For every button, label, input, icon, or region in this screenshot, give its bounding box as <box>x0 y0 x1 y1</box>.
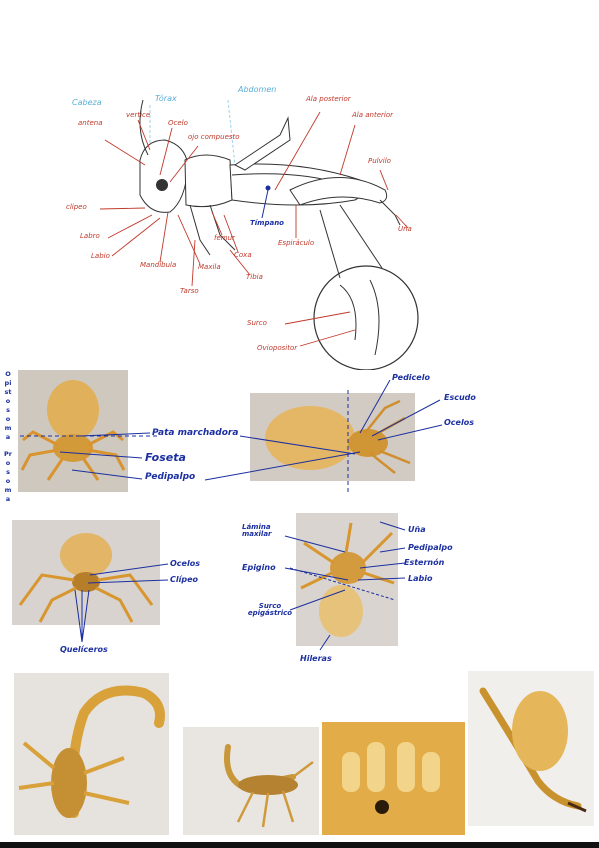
s3-pedipalpo: Pedipalpo <box>408 543 453 552</box>
s1-pata-marchadora: Pata marchadora <box>152 428 239 438</box>
s1-ocelos: Ocelos <box>444 418 474 427</box>
s2-queliceros: Quelíceros <box>60 645 108 654</box>
label-una: Uña <box>398 225 412 233</box>
grasshopper-drawing <box>99 99 419 370</box>
label-espiraculo: Espiráculo <box>278 239 315 247</box>
side-text-bottom: Prosoma <box>4 450 12 503</box>
spider-front-photo <box>12 520 160 625</box>
label-vertice: vertice <box>126 111 151 119</box>
scorpion-photo-4 <box>468 671 594 826</box>
s1-pedicelo: Pedicelo <box>392 373 430 382</box>
s2-ocelos: Ocelos <box>170 559 200 568</box>
label-clipeo: clipeo <box>66 203 87 211</box>
label-ala-anterior: Ala anterior <box>352 111 394 119</box>
label-ovipositor: Oviopositor <box>257 344 298 352</box>
label-maxila: Maxila <box>198 263 221 271</box>
region-thorax: Tórax <box>155 94 177 103</box>
label-ojo-compuesto: ojo compuesto <box>188 133 240 141</box>
label-labro: Labro <box>80 232 100 240</box>
s3-labio: Labio <box>408 574 433 583</box>
s3-lamina-maxilar: Lámina maxilar <box>242 523 272 538</box>
s3-surco-epigastrico: Surco epigástrico <box>247 602 293 617</box>
spider-top-photo <box>18 370 128 492</box>
label-tarso: Tarso <box>180 287 199 295</box>
label-surco: Surco <box>247 319 267 327</box>
label-femur: femur <box>214 234 235 242</box>
s3-hileras: Hileras <box>300 654 332 663</box>
s1-foseta: Foseta <box>145 451 186 464</box>
region-head: Cabeza <box>72 98 102 107</box>
label-antena: antena <box>78 119 103 127</box>
s1-escudo: Escudo <box>444 393 476 402</box>
label-mandibula: Mandíbula <box>140 261 177 269</box>
spider-side-photo <box>250 393 415 481</box>
s3-epigino: Epigino <box>242 563 276 572</box>
region-abdomen: Abdomen <box>238 85 277 94</box>
scorpion-photo-2 <box>183 727 319 835</box>
scorpion-photo-1 <box>14 673 169 835</box>
label-labio: Labio <box>91 252 110 260</box>
label-ala-posterior: Ala posterior <box>306 95 351 103</box>
label-timpano: Tímpano <box>250 219 284 227</box>
s1-pedipalpo: Pedipalpo <box>145 472 196 482</box>
s3-esternon: Esternón <box>404 558 445 567</box>
scorpion-photo-3 <box>322 722 465 835</box>
page-footer-bar <box>0 842 599 848</box>
s3-una: Uña <box>408 525 426 534</box>
label-coxa: Coxa <box>234 251 252 259</box>
label-ocelo: Ocelo <box>168 119 188 127</box>
side-text-top: Opistosoma <box>4 370 12 441</box>
s2-clipeo: Clípeo <box>170 575 199 584</box>
label-tibia: Tibia <box>246 273 263 281</box>
label-pulvilo: Pulvilo <box>368 157 391 165</box>
